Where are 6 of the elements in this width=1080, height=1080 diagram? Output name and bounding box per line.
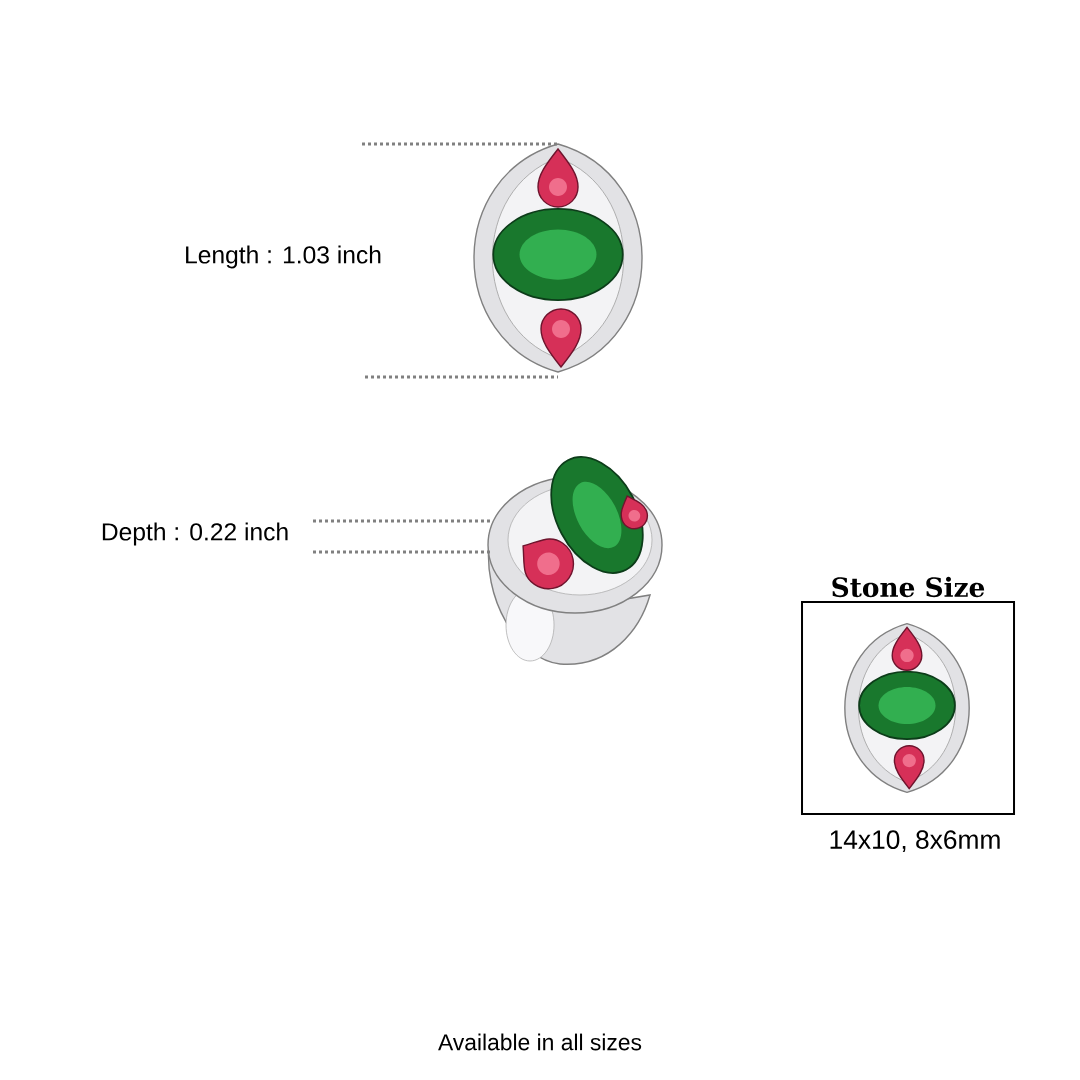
stone-size-box: Stone Size	[801, 576, 1015, 815]
dimension-label: Length : 1.03 inch	[186, 245, 381, 269]
note-text: Available in all sizes	[438, 1033, 642, 1051]
dimension-label: Depth : 0.22 inch	[102, 522, 288, 546]
size-caption: 14x10, 8x6mm	[830, 830, 1000, 853]
node-label: Stone Size	[832, 576, 985, 598]
